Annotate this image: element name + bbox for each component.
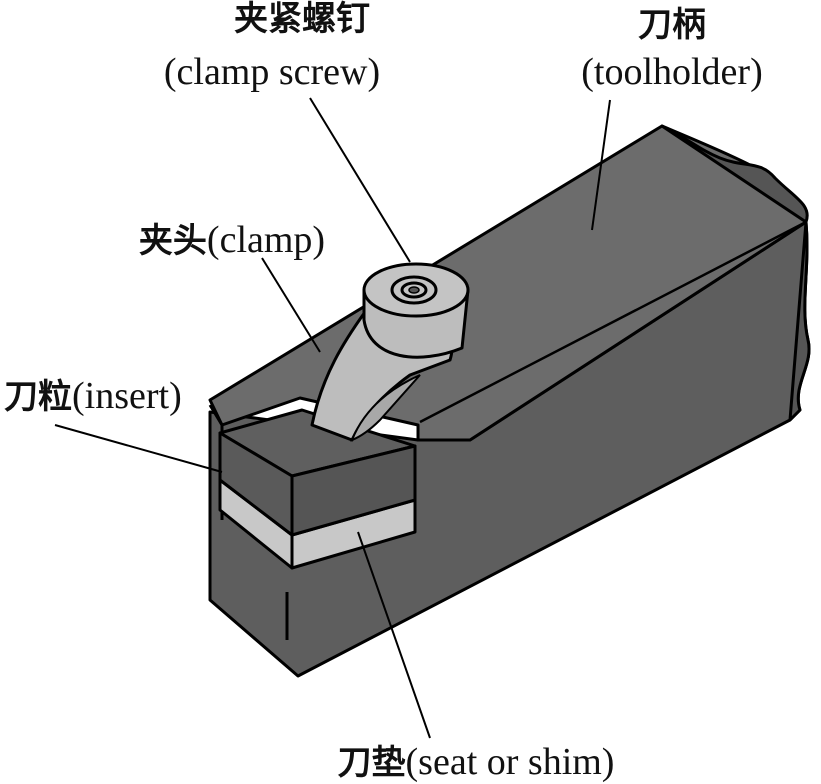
label-clamp: 夹头(clamp) bbox=[139, 219, 325, 261]
label-insert-cn: 刀粒 bbox=[4, 377, 72, 417]
leader-shim bbox=[357, 531, 431, 739]
label-toolholder-en: (toolholder) bbox=[581, 51, 763, 93]
label-clamp-screw-cn: 夹紧螺钉 bbox=[234, 0, 370, 39]
leader-clamp bbox=[261, 257, 321, 353]
label-insert-en: (insert) bbox=[72, 375, 182, 417]
insert-side bbox=[290, 444, 417, 537]
label-shim-cn: 刀垫 bbox=[338, 743, 406, 783]
leader-lines bbox=[54, 97, 611, 739]
insert bbox=[218, 408, 417, 537]
toolholder-top-edge bbox=[419, 220, 807, 424]
label-clamp-screw-en: (clamp screw) bbox=[164, 51, 380, 93]
label-clamp-en: (clamp) bbox=[207, 219, 325, 261]
clamp-screw-hex bbox=[408, 286, 420, 294]
toolholder-broken-end bbox=[660, 124, 811, 422]
leader-toolholder bbox=[591, 99, 611, 231]
label-clamp-cn: 夹头 bbox=[139, 221, 207, 261]
clamp-screw bbox=[390, 275, 438, 305]
label-toolholder-cn: 刀柄 bbox=[638, 5, 706, 45]
clamp-arm-shade bbox=[350, 374, 421, 442]
shim-seat bbox=[218, 478, 417, 570]
toolholder-body bbox=[208, 124, 811, 678]
label-insert: 刀粒(insert) bbox=[4, 375, 182, 417]
clamp bbox=[310, 262, 470, 442]
labels: 夹紧螺钉 (clamp screw) 刀柄 (toolholder) 夹头(cl… bbox=[4, 0, 763, 783]
label-shim-en: (seat or shim) bbox=[406, 741, 615, 783]
leader-insert bbox=[54, 424, 223, 473]
leader-clamp-screw bbox=[309, 97, 411, 263]
label-shim: 刀垫(seat or shim) bbox=[338, 741, 615, 783]
